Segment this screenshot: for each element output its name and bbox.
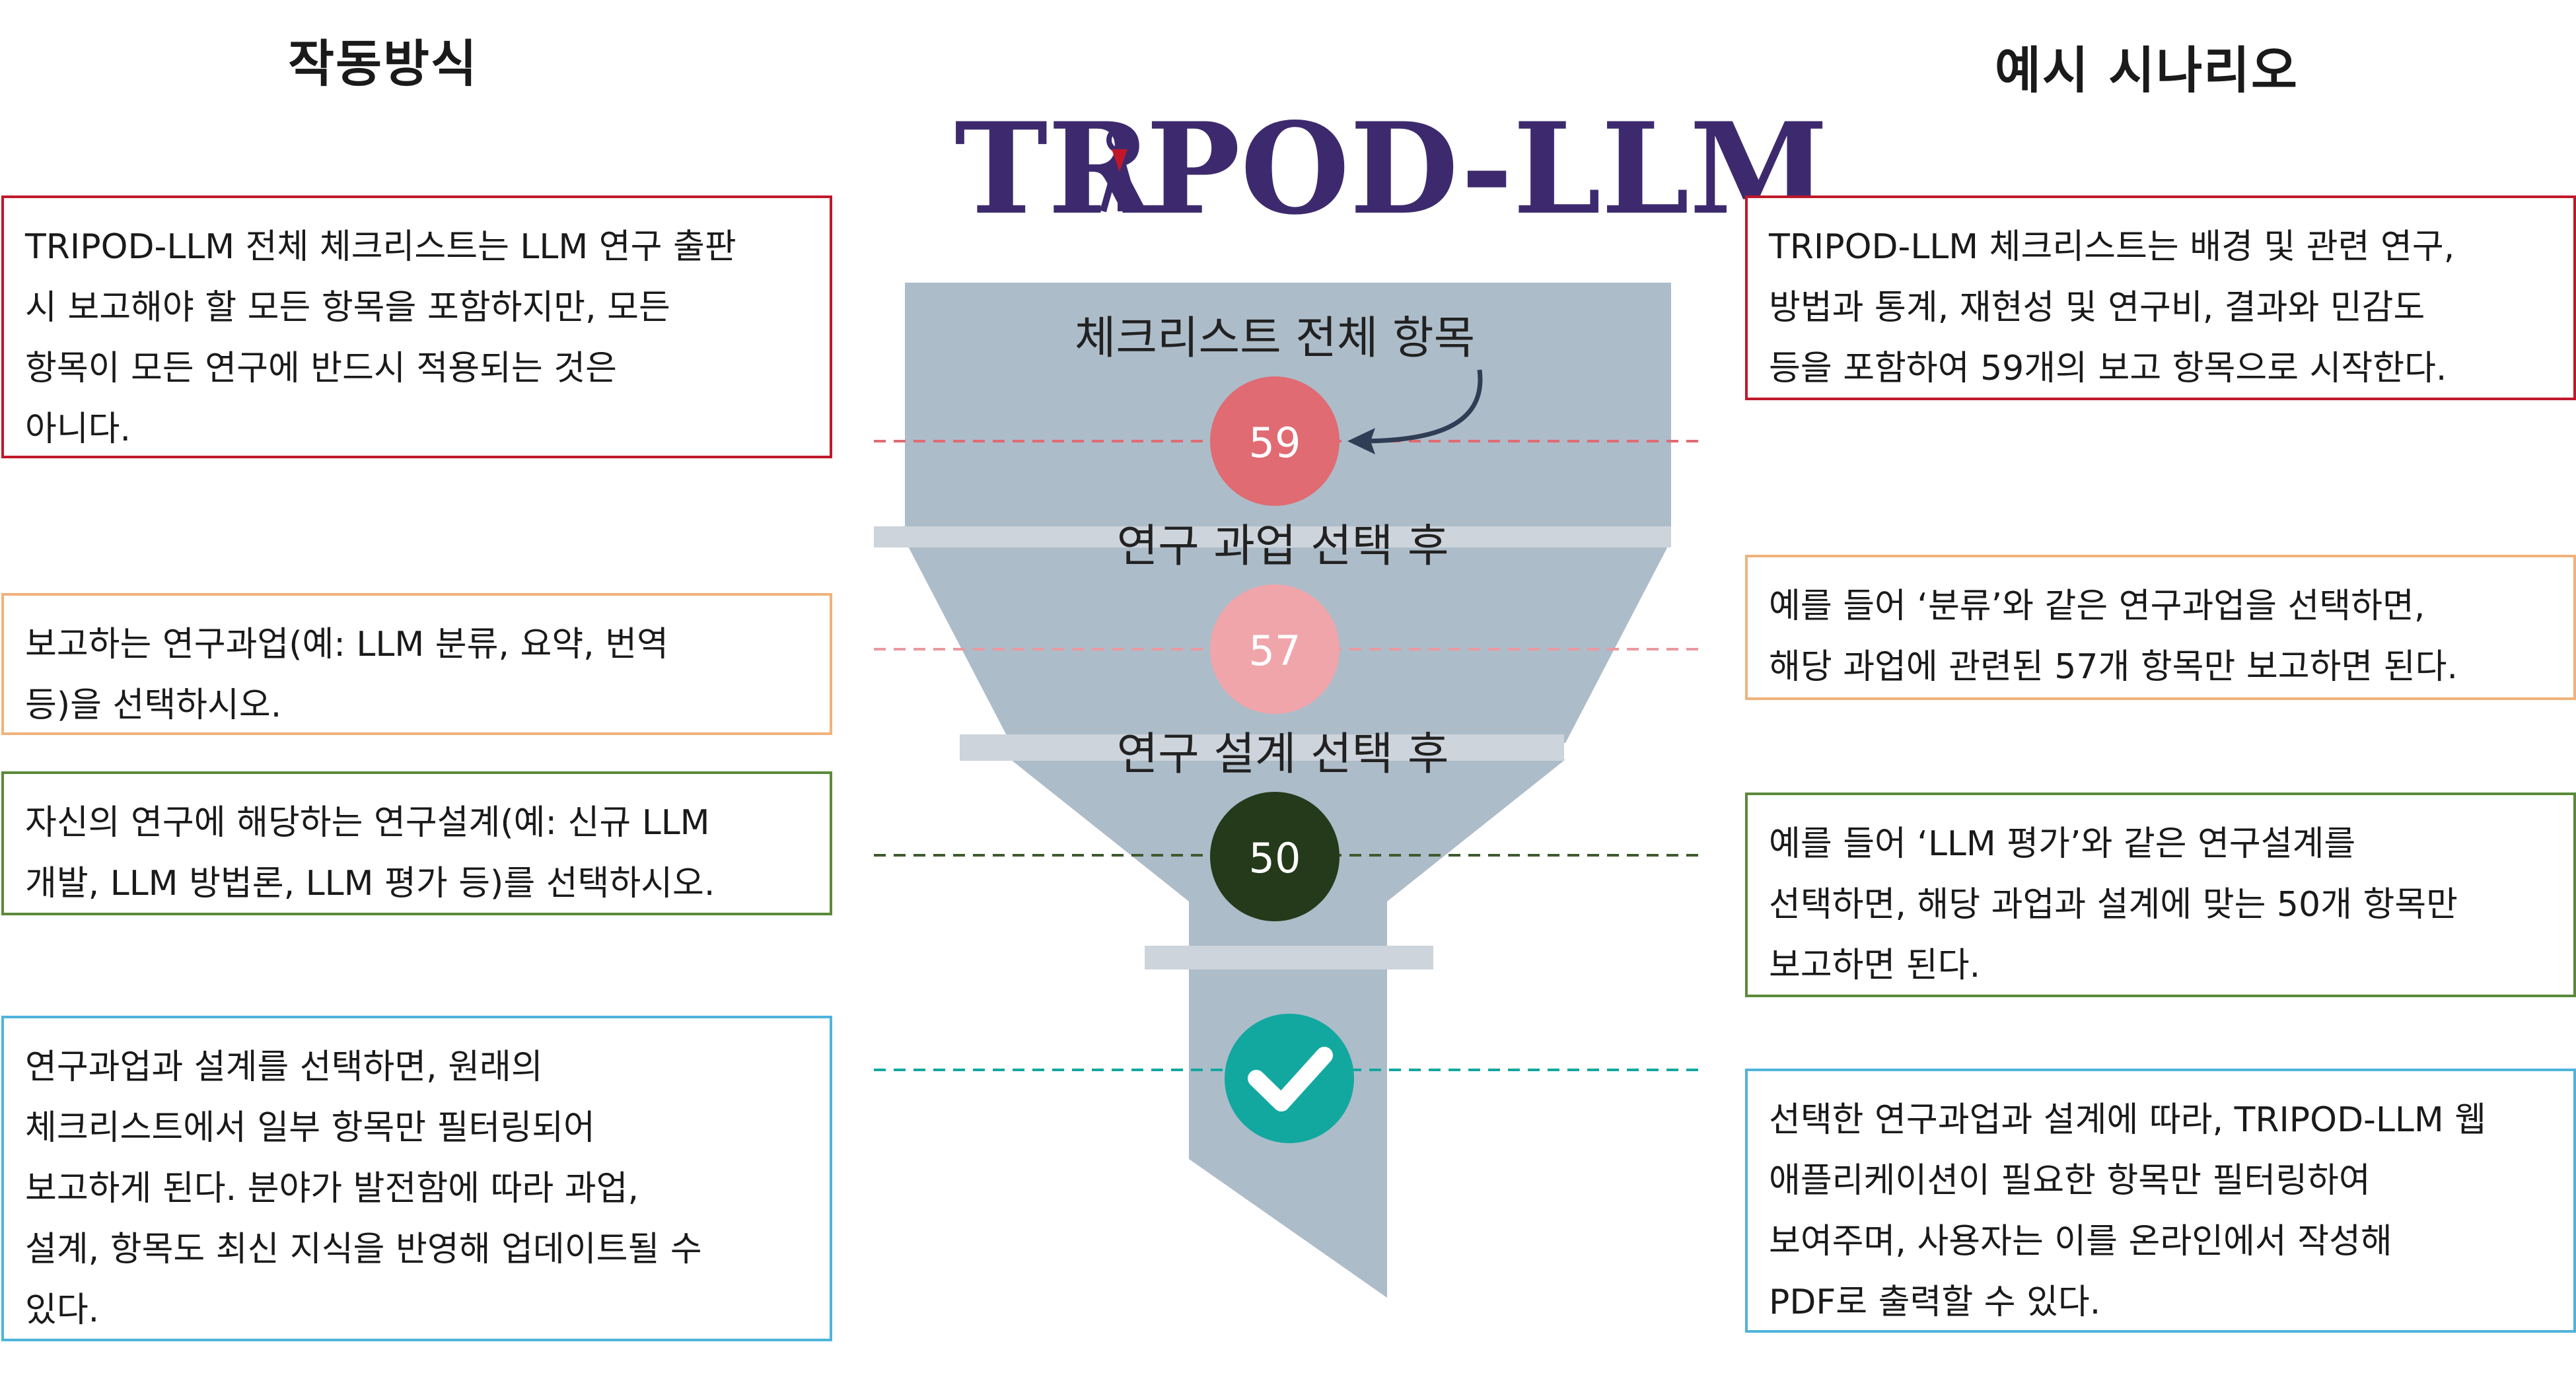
right-box-select-task: 예를 들어 ‘분류’와 같은 연구과업을 선택하면, 해당 과업에 관련된 57…	[1745, 555, 2576, 700]
label-total-items: 체크리스트 전체 항목	[1075, 312, 1475, 365]
separator-band-2	[960, 734, 1564, 761]
tripod-figure-icon	[1100, 127, 1139, 213]
check-icon	[1225, 1014, 1354, 1143]
left-box-full-checklist: TRIPOD-LLM 전체 체크리스트는 LLM 연구 출판 시 보고해야 할 …	[1, 195, 832, 458]
tripod-llm-logo: TR POD-LLM	[954, 95, 1828, 242]
right-box-web-app: 선택한 연구과업과 설계에 따라, TRIPOD-LLM 웹 애플리케이션이 필…	[1745, 1069, 2576, 1333]
label-after-design: 연구 설계 선택 후	[1117, 728, 1449, 781]
label-after-task: 연구 과업 선택 후	[1117, 520, 1449, 573]
curved-arrow-icon	[1347, 369, 1483, 454]
right-box-select-design: 예를 들어 ‘LLM 평가’와 같은 연구설계를 선택하면, 해당 과업과 설계…	[1745, 792, 2576, 997]
count-50: 50	[1249, 834, 1301, 882]
separator-band-1	[874, 526, 1671, 547]
count-circle-59	[1210, 376, 1340, 506]
left-box-select-task: 보고하는 연구과업(예: LLM 분류, 요약, 번역 등)을 선택하시오.	[1, 593, 832, 735]
left-box-select-design: 자신의 연구에 해당하는 연구설계(예: 신규 LLM 개발, LLM 방법론,…	[1, 771, 832, 915]
left-box-filtered-result: 연구과업과 설계를 선택하면, 원래의 체크리스트에서 일부 항목만 필터링되어…	[1, 1016, 832, 1341]
left-column-title: 작동방식	[288, 34, 478, 93]
right-box-full-checklist: TRIPOD-LLM 체크리스트는 배경 및 관련 연구, 방법과 통계, 재현…	[1745, 195, 2576, 400]
count-57: 57	[1249, 627, 1301, 675]
separator-band-3	[1145, 946, 1433, 969]
logo-text-right: POD-LLM	[1146, 95, 1828, 242]
count-59: 59	[1249, 419, 1301, 467]
count-circle-57	[1210, 584, 1340, 714]
right-column-title: 예시 시나리오	[1995, 41, 2299, 100]
count-circle-50	[1210, 792, 1340, 921]
